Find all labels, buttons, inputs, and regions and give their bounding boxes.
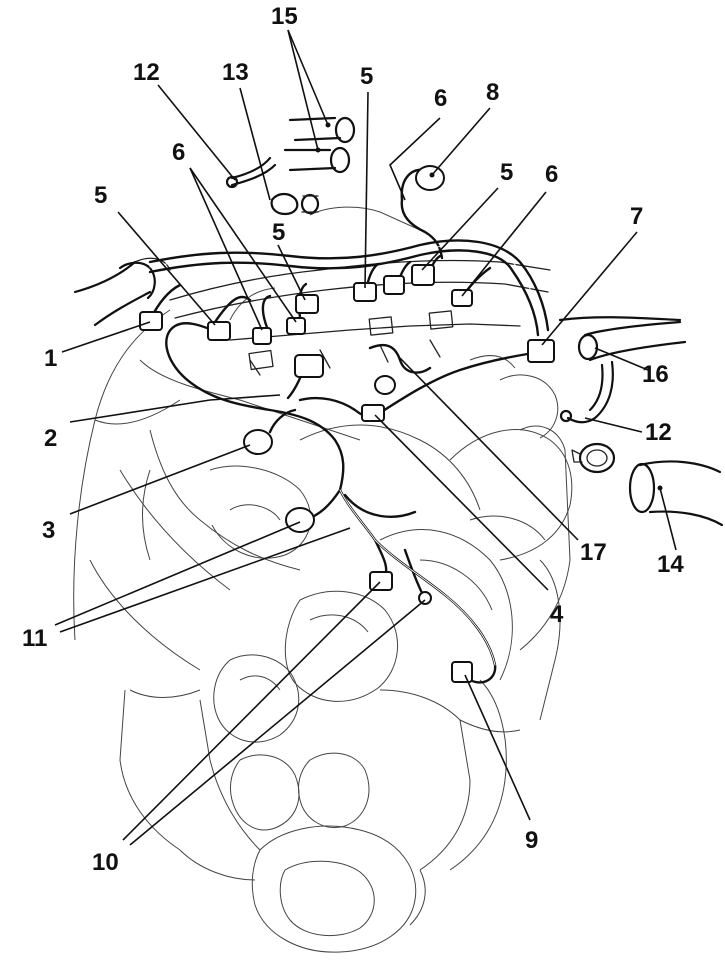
callout-14: 14 bbox=[657, 551, 684, 578]
callout-2: 2 bbox=[44, 425, 57, 452]
connector-10 bbox=[369, 571, 393, 591]
sensor-8 bbox=[415, 165, 445, 191]
callout-3: 3 bbox=[42, 517, 55, 544]
connector-9 bbox=[451, 661, 473, 683]
callout-13: 13 bbox=[222, 59, 249, 86]
callout-labels: 1 2 3 4 5 5 5 5 6 6 6 7 8 9 10 11 12 12 … bbox=[22, 3, 684, 876]
callout-17: 17 bbox=[580, 539, 607, 566]
ground-10 bbox=[418, 591, 432, 605]
callout-5b: 5 bbox=[272, 219, 285, 246]
connector-5-right bbox=[411, 264, 435, 286]
wiring-harness bbox=[148, 168, 550, 684]
clamp-13 bbox=[270, 192, 320, 216]
sensor-3 bbox=[243, 429, 273, 455]
connector-6-left-a bbox=[252, 327, 272, 345]
leader-lines bbox=[54, 29, 677, 846]
connector-7 bbox=[527, 339, 555, 363]
connector-cyl bbox=[383, 275, 405, 295]
hose-top-left bbox=[73, 257, 171, 327]
callout-12a: 12 bbox=[133, 59, 160, 86]
callout-12b: 12 bbox=[645, 419, 672, 446]
engine-block-outline bbox=[73, 206, 573, 953]
connector-6-right bbox=[451, 289, 473, 307]
callout-6b: 6 bbox=[434, 85, 447, 112]
callout-10: 10 bbox=[92, 849, 119, 876]
connector-6-left-b bbox=[286, 317, 306, 335]
hoses-15 bbox=[283, 116, 356, 174]
callout-1: 1 bbox=[44, 345, 57, 372]
callout-5d: 5 bbox=[500, 159, 513, 186]
sensor-17 bbox=[374, 375, 396, 395]
connector-1 bbox=[139, 311, 163, 331]
callout-4: 4 bbox=[550, 601, 564, 628]
callout-9: 9 bbox=[525, 827, 538, 854]
fuel-rail-outline bbox=[169, 259, 551, 376]
sensor-11 bbox=[285, 507, 315, 533]
callout-5a: 5 bbox=[94, 182, 107, 209]
clamp-right bbox=[571, 442, 616, 474]
connector-center bbox=[294, 354, 324, 378]
connector-4 bbox=[361, 404, 385, 422]
connectors bbox=[139, 165, 555, 683]
hose-12-right bbox=[559, 360, 614, 424]
callout-15: 15 bbox=[271, 3, 298, 30]
callout-16: 16 bbox=[642, 361, 669, 388]
hose-14 bbox=[628, 460, 724, 527]
callout-7: 7 bbox=[630, 203, 643, 230]
callout-8: 8 bbox=[486, 79, 499, 106]
hose-12-top bbox=[225, 156, 277, 189]
callout-6c: 6 bbox=[545, 161, 558, 188]
connector-5-left bbox=[207, 321, 231, 341]
hose-16 bbox=[558, 316, 687, 362]
callout-5c: 5 bbox=[360, 63, 373, 90]
callout-6a: 6 bbox=[172, 139, 185, 166]
connector-5-mid bbox=[295, 294, 319, 314]
callout-11: 11 bbox=[22, 625, 47, 652]
